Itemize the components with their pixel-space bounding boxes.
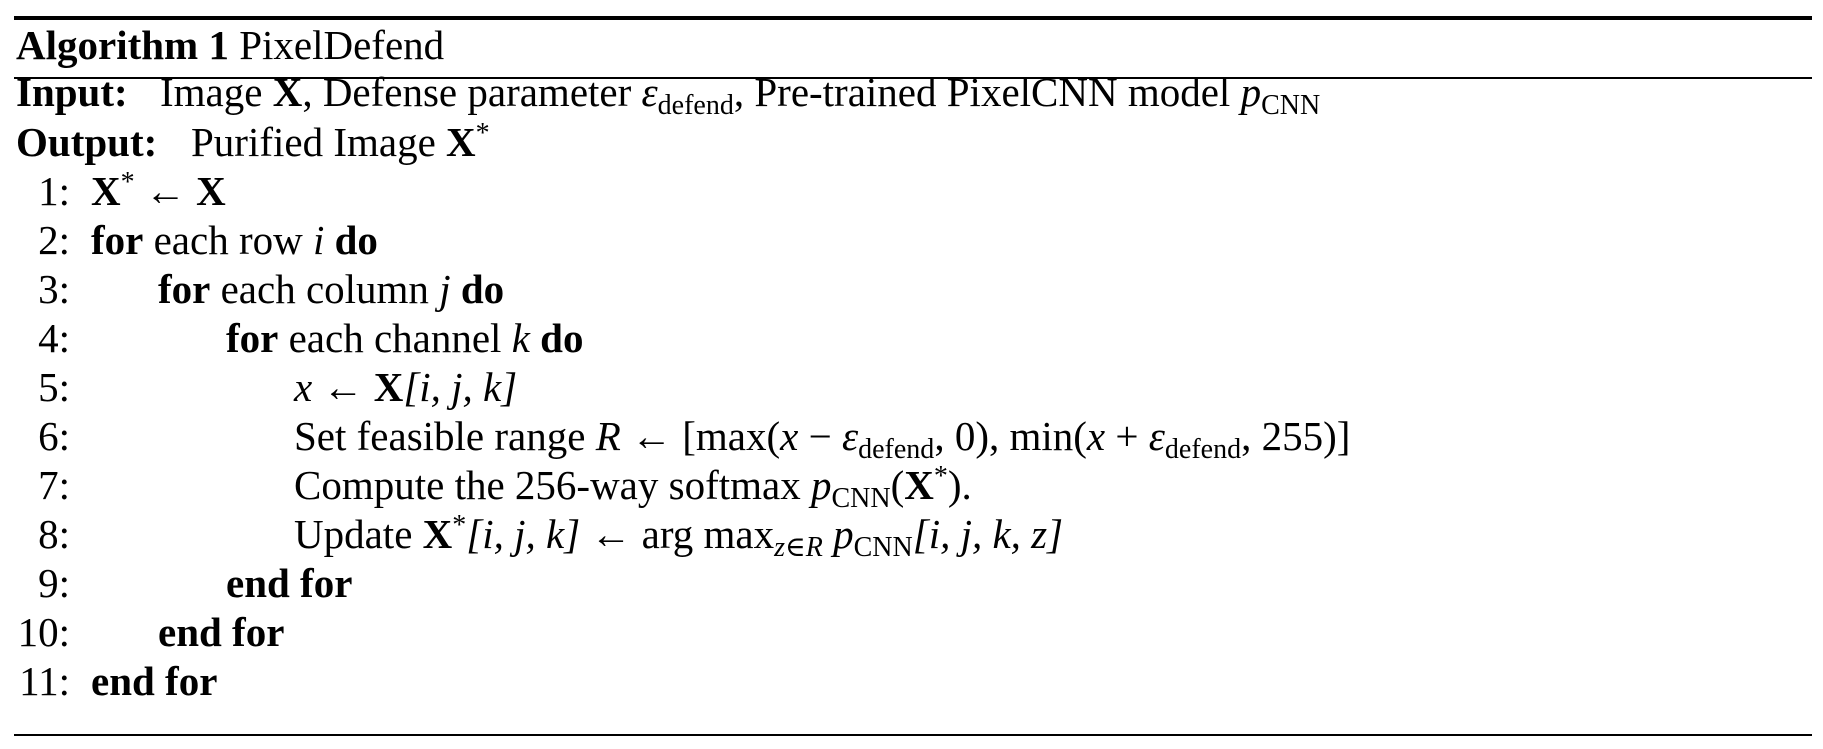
line-number: 2: bbox=[38, 217, 70, 263]
algorithm-line: 9: end for bbox=[0, 558, 1823, 608]
algorithm-line: 5: x ← X[i, j, k] bbox=[0, 362, 1823, 412]
top-rule bbox=[14, 16, 1812, 20]
line-content: X* ← X bbox=[91, 167, 226, 214]
line-content: for each column j do bbox=[158, 266, 505, 312]
output-line: Output: Purified Image X* bbox=[0, 117, 1823, 167]
algorithm-caption: Algorithm 1 PixelDefend bbox=[16, 18, 444, 73]
line-content: end for bbox=[158, 609, 285, 655]
algorithm-line: 7: Compute the 256-way softmax pCNN(X*). bbox=[0, 460, 1823, 514]
line-content: Compute the 256-way softmax pCNN(X*). bbox=[294, 461, 972, 514]
output-label: Output: bbox=[16, 119, 158, 165]
line-number: 1: bbox=[38, 168, 70, 214]
algorithm-line: 8: Update X*[i, j, k] ← arg maxz∈R pCNN[… bbox=[0, 509, 1823, 563]
line-number: 7: bbox=[38, 462, 70, 508]
algorithm-line: 6: Set feasible range R ← [max(x − εdefe… bbox=[0, 411, 1823, 465]
line-number: 6: bbox=[38, 413, 70, 459]
output-text: Purified Image X* bbox=[191, 118, 490, 165]
line-content: for each row i do bbox=[91, 217, 378, 263]
line-number: 10: bbox=[17, 609, 70, 655]
input-line: Input: Image X, Defense parameter εdefen… bbox=[0, 67, 1823, 121]
line-number: 9: bbox=[38, 560, 70, 606]
line-number: 4: bbox=[38, 315, 70, 361]
line-number: 3: bbox=[38, 266, 70, 312]
algorithm-line: 2: for each row i do bbox=[0, 215, 1823, 265]
input-text: Image X, Defense parameter εdefend, Pre-… bbox=[160, 69, 1321, 121]
algorithm-name: PixelDefend bbox=[239, 22, 445, 68]
line-content: end for bbox=[91, 658, 218, 704]
algorithm-label: Algorithm 1 bbox=[16, 22, 229, 68]
algorithm-line: 10: end for bbox=[0, 607, 1823, 657]
algorithm-line: 4: for each channel k do bbox=[0, 313, 1823, 363]
line-content: end for bbox=[226, 560, 353, 606]
input-label: Input: bbox=[16, 69, 128, 115]
algorithm-line: 1: X* ← X bbox=[0, 166, 1823, 216]
line-content: Update X*[i, j, k] ← arg maxz∈R pCNN[i, … bbox=[294, 510, 1064, 563]
algorithm-line: 11: end for bbox=[0, 656, 1823, 706]
line-content: Set feasible range R ← [max(x − εdefend,… bbox=[294, 413, 1351, 465]
line-content: x ← X[i, j, k] bbox=[294, 364, 518, 410]
line-content: for each channel k do bbox=[226, 315, 584, 361]
line-number: 8: bbox=[38, 511, 70, 557]
caption-rule bbox=[14, 77, 1812, 79]
line-number: 11: bbox=[19, 658, 70, 704]
line-number: 5: bbox=[38, 364, 70, 410]
bottom-rule bbox=[14, 734, 1812, 736]
algorithm-line: 3: for each column j do bbox=[0, 264, 1823, 314]
